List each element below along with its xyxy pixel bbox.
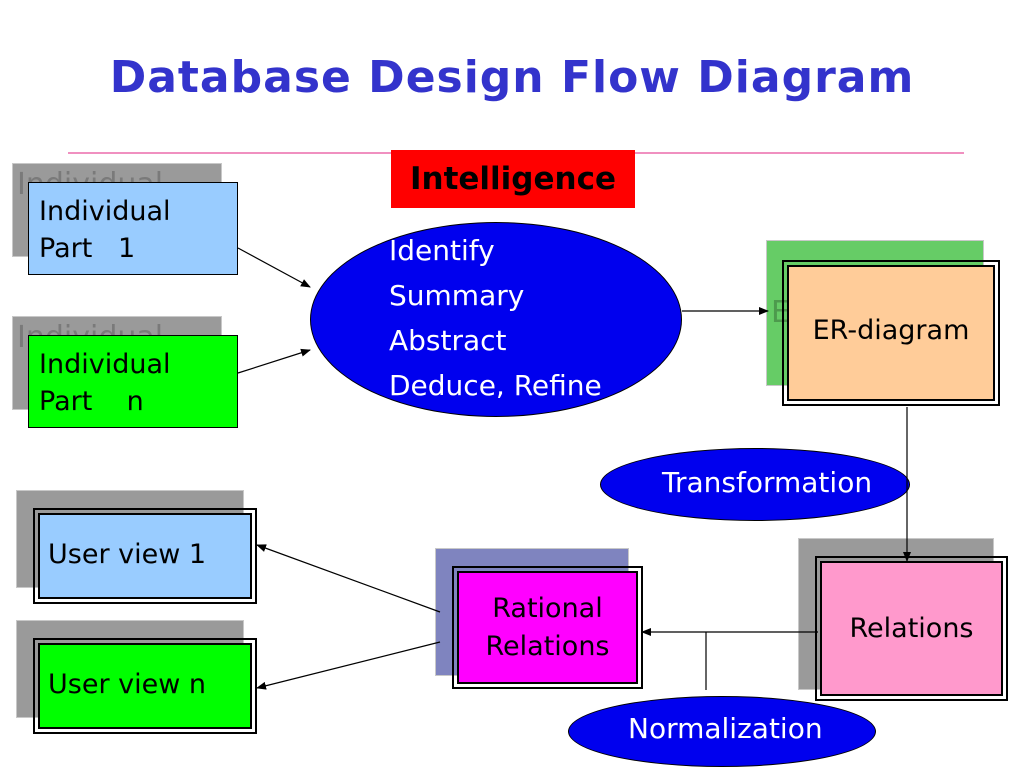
user-view-n-box: User view n [33,638,257,734]
normalization-ellipse [568,696,876,767]
relations-box: Relations [815,556,1008,701]
transformation-ellipse [600,448,910,521]
arrow-rational-to-userview1 [256,544,441,613]
individual-part-1-line1: Individual [39,196,171,227]
arrow-part1-to-process [237,247,311,288]
individual-part-n-line2: Part n [39,386,144,417]
process-step-deduce-refine: Deduce, Refine [389,369,602,402]
individual-part-1-box: Individual Part 1 [28,182,238,275]
rational-relations-line1: Rational [492,592,603,624]
rational-relations-box: Rational Relations [452,566,643,689]
transformation-label: Transformation [662,466,873,499]
process-step-summary: Summary [389,279,525,312]
er-diagram-label: ER-diagram [812,315,970,346]
user-view-1-box: User view 1 [33,508,257,604]
individual-part-1-line2: Part 1 [39,233,136,264]
user-view-1-label: User view 1 [48,539,207,570]
normalization-label: Normalization [628,712,823,745]
rational-relations-line2: Relations [485,630,610,662]
arrow-rational-to-userviewn [256,641,441,690]
process-steps: Identify Summary Abstract Deduce, Refine [389,228,649,408]
process-step-abstract: Abstract [389,324,507,357]
relations-label: Relations [849,613,974,644]
intelligence-label: Intelligence [391,150,635,208]
process-step-identify: Identify [389,234,495,267]
shadow-text: E [771,295,790,330]
individual-part-n-line1: Individual [39,349,171,380]
diagram-title: Database Design Flow Diagram [109,52,915,103]
arrow-partn-to-process [237,348,311,374]
process-ellipse [310,222,682,417]
user-view-n-label: User view n [48,669,206,700]
er-diagram-box: ER-diagram [782,260,1000,406]
individual-part-n-box: Individual Part n [28,335,238,428]
